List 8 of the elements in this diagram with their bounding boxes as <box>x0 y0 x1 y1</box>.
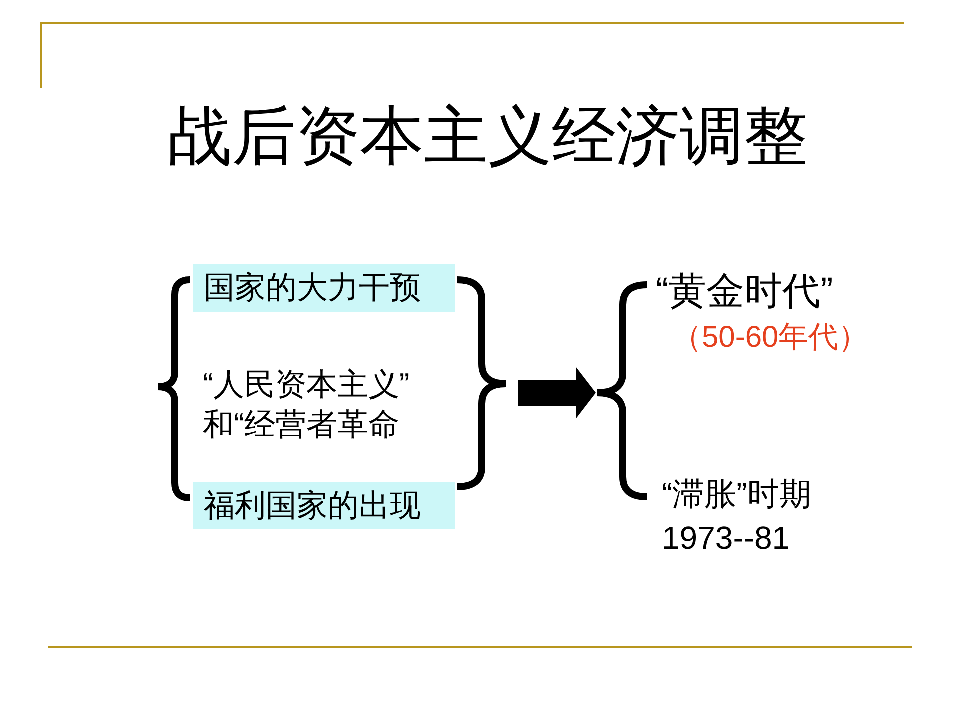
highlighted-label: 福利国家的出现 <box>193 482 455 529</box>
outcome-label: “黄金时代” <box>656 268 834 316</box>
period-note: （50-60年代） <box>672 320 869 356</box>
outcome-label: “滞胀”时期1973--81 <box>662 472 822 560</box>
highlighted-label: 国家的大力干预 <box>193 264 455 312</box>
slide-title: 战后资本主义经济调整 <box>168 99 808 174</box>
text-label: “人民资本主义”和“经营者革命 <box>203 365 421 445</box>
block-arrow <box>518 367 596 419</box>
